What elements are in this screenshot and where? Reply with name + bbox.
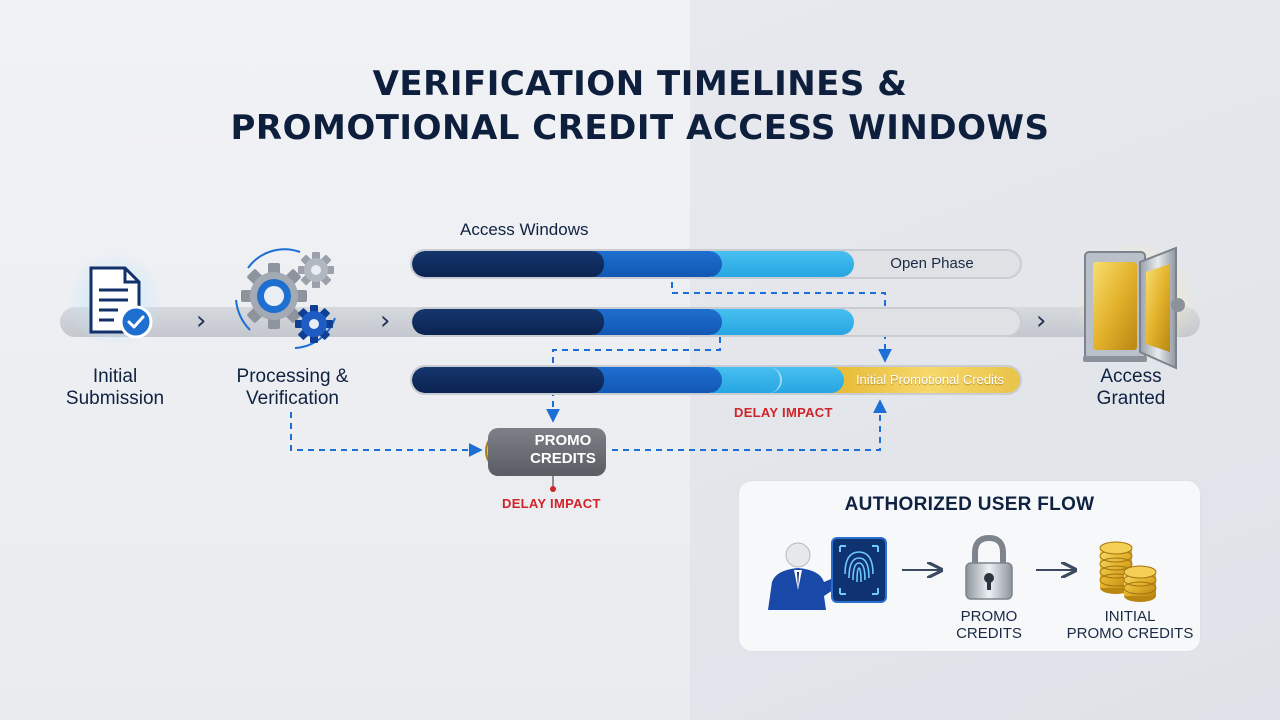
access-window-bar-3: Initial Promotional Credits <box>410 365 1022 395</box>
bar-label-initial-promo: Initial Promotional Credits <box>855 372 1005 387</box>
flow-label-promo-credits: PROMO CREDITS <box>956 608 1022 642</box>
chevron-right-icon: › <box>1036 306 1047 336</box>
document-check-icon <box>67 252 163 348</box>
businessman-icon <box>768 542 842 610</box>
access-window-bar-2 <box>410 307 1022 337</box>
bar-segment <box>712 251 854 277</box>
bar-segment <box>594 309 722 335</box>
bar-segment-gold <box>832 367 1020 393</box>
promo-credits-label: PROMO CREDITS <box>530 432 596 467</box>
access-window-bar-1: Open Phase <box>410 249 1022 279</box>
bar-segment <box>594 251 722 277</box>
bar-segment <box>412 251 604 277</box>
delay-impact-label: DELAY IMPACT <box>502 496 601 511</box>
step-label-access-granted: Access Granted <box>1096 366 1166 409</box>
background-left <box>0 0 700 720</box>
bar-label-open-phase: Open Phase <box>890 255 974 272</box>
bar-segment <box>712 309 854 335</box>
flow-label-initial-promo-credits: INITIAL PROMO CREDITS <box>1066 608 1194 642</box>
authorized-user-flow-title: AUTHORIZED USER FLOW <box>844 494 1095 515</box>
chevron-right-icon: › <box>380 306 391 336</box>
title-line-2: PROMOTIONAL CREDIT ACCESS WINDOWS <box>230 108 1050 148</box>
coin-stack-icon <box>1099 541 1157 602</box>
gears-icon <box>235 248 336 349</box>
bar-segment <box>712 367 782 393</box>
delay-impact-label: DELAY IMPACT <box>734 405 833 420</box>
promo-credits-badge <box>488 428 606 476</box>
chevron-right-icon: › <box>196 306 207 336</box>
access-windows-title: Access Windows <box>460 220 589 239</box>
page-title: VERIFICATION TIMELINES & PROMOTIONAL CRE… <box>0 62 1280 150</box>
bar-segment <box>412 309 604 335</box>
bar-segment <box>594 367 722 393</box>
title-line-1: VERIFICATION TIMELINES & <box>372 64 908 104</box>
vault-icon <box>1073 240 1197 370</box>
padlock-icon <box>965 534 1013 600</box>
bar-segment <box>412 367 604 393</box>
fingerprint-icon <box>831 537 887 603</box>
step-label-processing: Processing & Verification <box>236 366 349 409</box>
step-label-submission: Initial Submission <box>65 366 165 409</box>
